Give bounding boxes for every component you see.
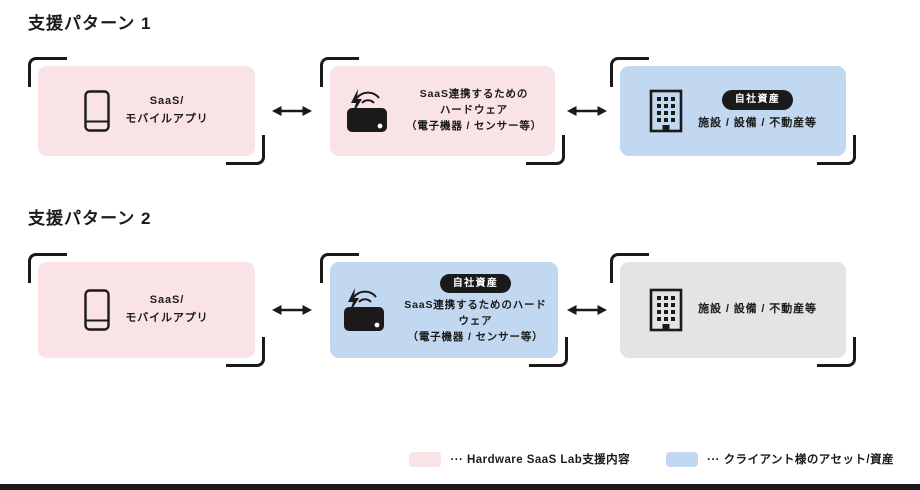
support-box-p2-saas: SaaS/ モバイルアプリ <box>28 253 265 367</box>
box-label-line: SaaS/ <box>149 95 185 108</box>
box-label-line: （電子機器 / センサー等） <box>407 330 544 343</box>
smartphone-icon <box>84 289 111 331</box>
box-label-line: モバイルアプリ <box>125 312 209 324</box>
support-box-p2-facility: 施設 / 設備 / 不動産等 <box>610 253 856 367</box>
double-arrow-icon <box>272 303 312 317</box>
corner-bracket-bottom-right <box>817 337 856 367</box>
hardware-icon <box>343 88 391 134</box>
pattern-2-title: 支援パターン 2 <box>28 209 152 228</box>
box-label-line: SaaS/ <box>149 294 185 307</box>
box-label-line: 施設 / 設備 / 不動産等 <box>698 116 817 129</box>
bottom-bar <box>0 484 920 490</box>
legend-swatch-pink <box>409 451 442 467</box>
box-label-line: モバイルアプリ <box>125 113 209 125</box>
hardware-icon <box>340 287 388 333</box>
own-asset-badge: 自社資産 <box>439 274 512 294</box>
corner-bracket-bottom-right <box>226 337 265 367</box>
support-box-p1-facility: 自社資産 施設 / 設備 / 不動産等 <box>610 57 856 165</box>
legend-label: ··· クライアント様のアセット/資産 <box>707 454 894 466</box>
legend-swatch-blue <box>666 451 699 467</box>
corner-bracket-top-left <box>320 57 359 87</box>
corner-bracket-top-left <box>610 253 649 283</box>
building-icon <box>649 89 683 133</box>
double-arrow-icon <box>567 303 607 317</box>
corner-bracket-top-left <box>610 57 649 87</box>
pattern-1-title: 支援パターン 1 <box>28 14 152 33</box>
box-label-line: SaaS連携するためのハードウェア <box>404 299 547 328</box>
double-arrow-icon <box>567 104 607 118</box>
corner-bracket-top-left <box>28 253 67 283</box>
legend-item-support: ··· Hardware SaaS Lab支援内容 <box>409 451 630 467</box>
legend: ··· Hardware SaaS Lab支援内容 ··· クライアント様のアセ… <box>409 451 894 467</box>
support-box-p1-saas: SaaS/ モバイルアプリ <box>28 57 265 165</box>
box-label-line: （電子機器 / センサー等） <box>405 119 542 132</box>
box-label-line: ハードウェア <box>439 104 509 117</box>
building-icon <box>649 288 683 332</box>
box-label-line: SaaS連携するための <box>419 88 529 101</box>
corner-bracket-bottom-right <box>226 135 265 165</box>
corner-bracket-top-left <box>28 57 67 87</box>
double-arrow-icon <box>272 104 312 118</box>
legend-item-client-asset: ··· クライアント様のアセット/資産 <box>666 451 894 467</box>
corner-bracket-bottom-right <box>817 135 856 165</box>
box-label-line: 施設 / 設備 / 不動産等 <box>698 303 817 316</box>
smartphone-icon <box>84 90 111 132</box>
corner-bracket-bottom-right <box>526 135 565 165</box>
support-box-p1-hardware: SaaS連携するための ハードウェア （電子機器 / センサー等） <box>320 57 565 165</box>
legend-label: ··· Hardware SaaS Lab支援内容 <box>450 454 631 466</box>
support-box-p2-hardware: 自社資産 SaaS連携するためのハードウェア （電子機器 / センサー等） <box>320 253 568 367</box>
own-asset-badge: 自社資産 <box>721 89 794 110</box>
